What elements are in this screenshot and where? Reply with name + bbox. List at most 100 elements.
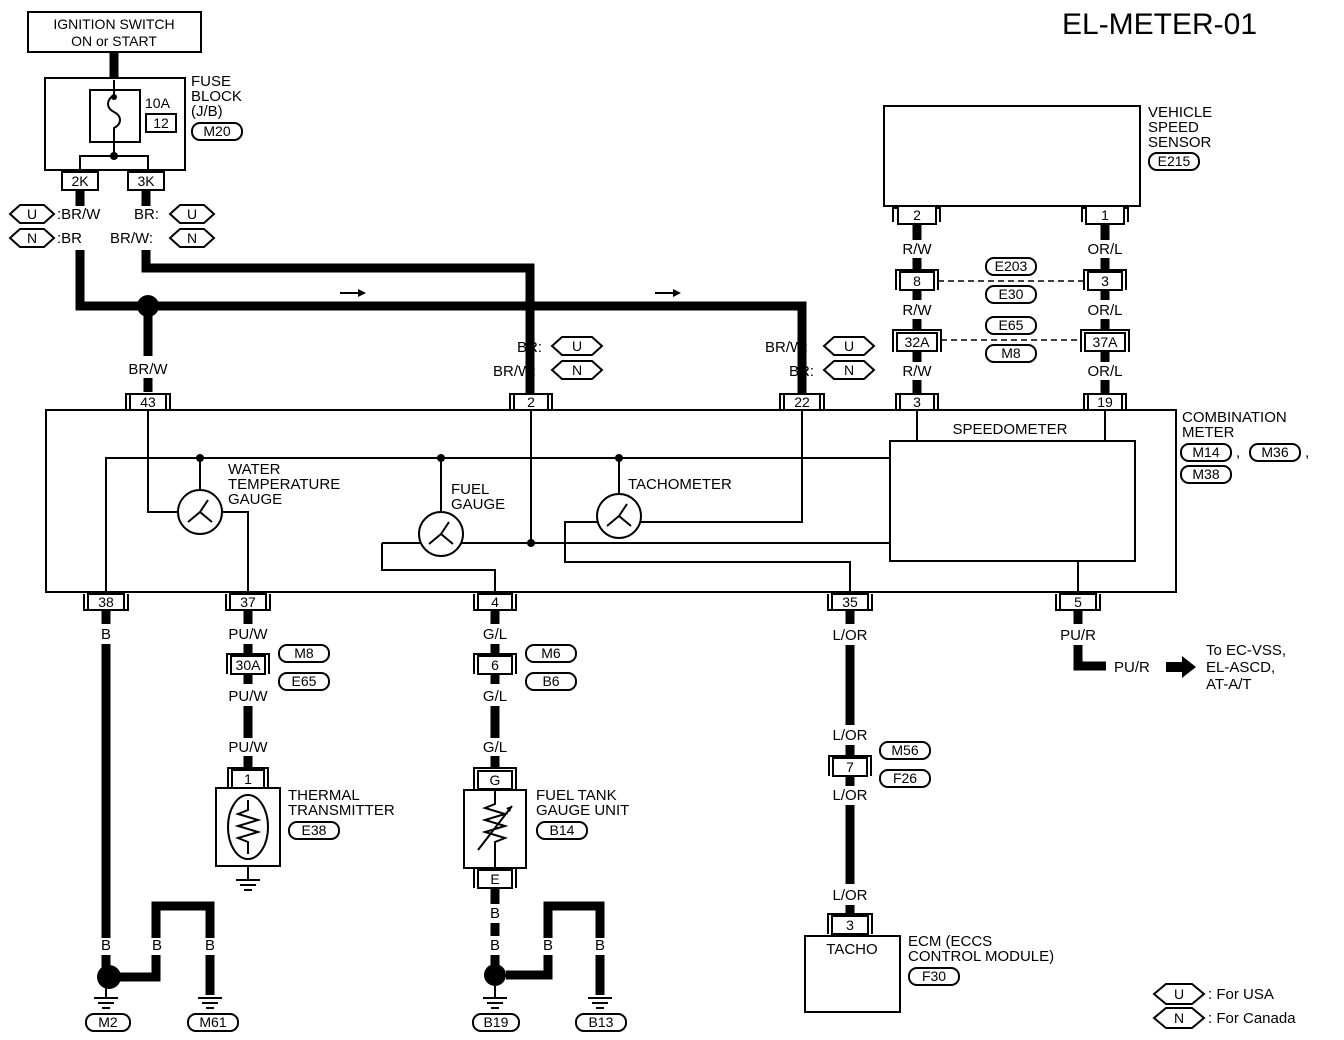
diagram-label: M2 <box>98 1014 118 1030</box>
diagram-label: G/L <box>483 688 507 705</box>
fuel-tank-gauge-unit: G E FUEL TANK GAUGE UNIT B14 <box>463 767 629 889</box>
diagram-label: G <box>490 772 501 788</box>
diagram-label: F30 <box>922 968 946 984</box>
diagram-label: M14 <box>1192 444 1219 460</box>
diagram-label: G/L <box>483 739 507 756</box>
diagram-label: U <box>572 338 582 354</box>
diagram-label: E65 <box>292 673 317 689</box>
diagram-label: M36 <box>1261 444 1288 460</box>
diagram-label: PU/R <box>1060 627 1096 644</box>
thermal-transmitter: 1 THERMAL TRANSMITTER E38 <box>215 767 395 891</box>
combination-meter: 43 2 22 3 19 38 37 4 35 5 SPEEDOMETER <box>45 393 1309 611</box>
diagram-label: PU/W <box>228 626 268 643</box>
diagram-label: PU/W <box>228 688 268 705</box>
diagram-label: 22 <box>794 394 810 410</box>
diagram-label: THERMAL <box>288 787 360 804</box>
diagram-label: B <box>490 905 500 922</box>
diagram-label: U <box>27 206 37 222</box>
diagram-label: L/OR <box>832 787 867 804</box>
diagram-label: 4 <box>491 594 499 610</box>
diagram-label: B13 <box>589 1014 614 1030</box>
diagram-label: M61 <box>199 1014 226 1030</box>
diagram-label: B <box>543 937 553 954</box>
diagram-label: 2 <box>527 394 535 410</box>
fuse-term-3k: 3K <box>137 173 155 189</box>
fuse-label-3: (J/B) <box>191 103 223 120</box>
diagram-label: U <box>187 206 197 222</box>
diagram-label: R/W <box>902 241 932 258</box>
diagram-label: METER <box>1182 424 1235 441</box>
diagram-label: M38 <box>1192 466 1219 482</box>
diagram-label: EL-ASCD, <box>1206 659 1275 676</box>
diagram-label: : For USA <box>1208 986 1274 1003</box>
diagram-label: :BR/W <box>57 206 101 223</box>
diagram-label: SPEEDOMETER <box>952 421 1067 438</box>
diagram-label: F26 <box>893 770 917 786</box>
diagram-label: B <box>152 937 162 954</box>
diagram-title: EL-METER-01 <box>1062 8 1257 41</box>
diagram-label: PU/W <box>228 739 268 756</box>
diagram-label: E30 <box>999 286 1024 302</box>
tachometer-label: TACHOMETER <box>628 476 732 493</box>
diagram-label: R/W <box>902 363 932 380</box>
diagram-label: E215 <box>1158 153 1191 169</box>
diagram-label: TACHO <box>826 941 877 958</box>
diagram-label: 3 <box>1101 273 1109 289</box>
diagram-label: 38 <box>98 594 114 610</box>
fuse-block: 10A 12 2K 3K FUSE BLOCK (J/B) M20 <box>44 73 243 191</box>
legend: U : For USA N : For Canada <box>1152 983 1296 1029</box>
fuse-amp: 10A <box>145 95 171 111</box>
fuse-connector: M20 <box>203 123 230 139</box>
diagram-label: N <box>572 362 582 378</box>
diagram-label: ECM (ECCS <box>908 933 992 950</box>
diagram-label: R/W <box>902 302 932 319</box>
diagram-label: B <box>490 937 500 954</box>
diagram-label: E <box>490 871 499 887</box>
ecm-module: 3 TACHO ECM (ECCS CONTROL MODULE) F30 <box>804 913 1054 1013</box>
diagram-label: SPEED <box>1148 119 1199 136</box>
diagram-label: PU/R <box>1114 659 1150 676</box>
fuel-gauge-label-1: FUEL <box>451 481 489 498</box>
diagram-label: L/OR <box>832 727 867 744</box>
fuse-label-1: FUSE <box>191 73 231 90</box>
diagram-label: BR/W: <box>110 230 153 247</box>
diagram-label: B <box>101 626 111 643</box>
diagram-label: FUEL TANK <box>536 787 617 804</box>
diagram-label: OR/L <box>1087 363 1122 380</box>
diagram-label: 35 <box>842 594 858 610</box>
diagram-label: U <box>844 338 854 354</box>
diagram-label: BR/W: <box>765 339 808 356</box>
vss-wire-run: R/W OR/L 8 3 E203 E30 R/W OR/L 32A 37A E… <box>892 241 1130 394</box>
diagram-label: B <box>595 937 605 954</box>
diagram-label: L/OR <box>832 887 867 904</box>
diagram-label: M8 <box>294 645 314 661</box>
diagram-label: : For Canada <box>1208 1010 1296 1027</box>
diagram-label: M8 <box>1001 345 1021 361</box>
diagram-label: N <box>1174 1010 1184 1026</box>
pin22-wire-labels: BR/W: U BR: N <box>765 336 876 380</box>
diagram-label: TRANSMITTER <box>288 802 395 819</box>
wire-brw-43: BR/W <box>128 361 168 378</box>
fuse-wire-labels: U :BR/W N :BR BR: U BR/W: N <box>8 204 216 248</box>
diagram-label: 5 <box>1074 594 1082 610</box>
diagram-label: 37A <box>1093 334 1119 350</box>
diagram-label: 8 <box>913 273 921 289</box>
diagram-label: M6 <box>541 645 561 661</box>
diagram-label: N <box>187 230 197 246</box>
diagram-label: E65 <box>999 317 1024 333</box>
diagram-label: OR/L <box>1087 241 1122 258</box>
diagram-label: 2 <box>913 207 921 223</box>
water-temp-label-3: GAUGE <box>228 491 282 508</box>
diagram-label: To EC-VSS, <box>1206 642 1286 659</box>
vehicle-speed-sensor: 2 1 VEHICLE SPEED SENSOR E215 <box>883 104 1212 225</box>
diagram-label: B <box>205 937 215 954</box>
diagram-label: BR/W: <box>493 363 536 380</box>
ignition-line1: IGNITION SWITCH <box>53 16 174 32</box>
diagram-label: , <box>1236 444 1240 461</box>
diagram-label: :BR <box>57 230 82 247</box>
diagram-label: , <box>1305 444 1309 461</box>
diagram-label: B6 <box>542 673 559 689</box>
diagram-label: 32A <box>905 334 931 350</box>
fuse-number: 12 <box>153 115 169 131</box>
ignition-line2: ON or START <box>71 33 157 49</box>
